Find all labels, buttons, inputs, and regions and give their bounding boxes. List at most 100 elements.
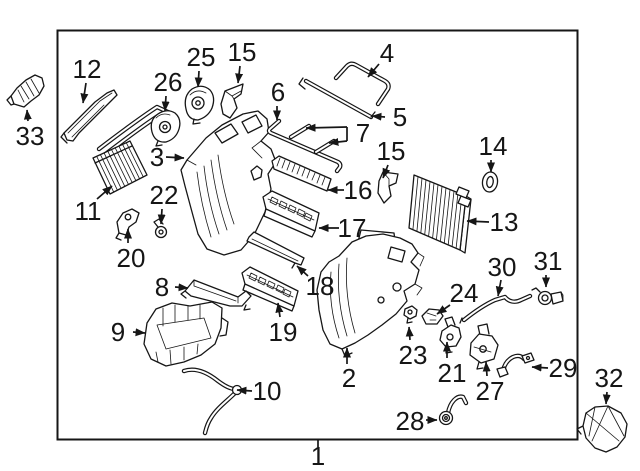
callout-31[interactable]: 31 xyxy=(534,246,563,288)
part-number-label[interactable]: 23 xyxy=(399,340,428,370)
leader-arrow xyxy=(531,363,549,372)
leader-arrow xyxy=(371,112,386,121)
part-3-upper-case xyxy=(180,110,277,256)
part-27-actuator xyxy=(469,323,499,370)
part-number-label[interactable]: 22 xyxy=(150,180,179,210)
part-number-label[interactable]: 15 xyxy=(377,136,406,166)
callout-15[interactable]: 15 xyxy=(377,136,406,179)
callout-30[interactable]: 30 xyxy=(488,252,517,297)
part-number-label[interactable]: 21 xyxy=(438,358,467,388)
callout-15[interactable]: 15 xyxy=(228,37,257,84)
part-26-actuator xyxy=(150,110,181,147)
callout-9[interactable]: 9 xyxy=(111,317,146,347)
callout-26[interactable]: 26 xyxy=(154,67,183,112)
callout-17[interactable]: 17 xyxy=(318,213,367,243)
part-number-label[interactable]: 28 xyxy=(396,406,425,436)
callout-20[interactable]: 20 xyxy=(117,228,146,273)
leader-arrow xyxy=(367,63,380,78)
part-number-label[interactable]: 2 xyxy=(342,363,356,393)
callout-5[interactable]: 5 xyxy=(371,102,407,132)
callout-12[interactable]: 12 xyxy=(73,54,102,104)
part-31-fitting xyxy=(531,287,564,306)
leader-arrow xyxy=(495,279,504,297)
callout-11[interactable]: 11 xyxy=(75,185,113,226)
part-number-label[interactable]: 32 xyxy=(595,363,624,393)
part-number-label[interactable]: 4 xyxy=(380,38,394,68)
callout-29[interactable]: 29 xyxy=(531,353,578,383)
leader-arrow xyxy=(174,283,189,292)
callout-24[interactable]: 24 xyxy=(436,278,479,315)
part-number-label[interactable]: 8 xyxy=(155,272,169,302)
part-number-label[interactable]: 9 xyxy=(111,317,125,347)
callout-23[interactable]: 23 xyxy=(399,326,428,370)
part-number-label[interactable]: 12 xyxy=(73,54,102,84)
part-number-label[interactable]: 17 xyxy=(338,213,367,243)
part-number-label[interactable]: 26 xyxy=(154,67,183,97)
part-number-label[interactable]: 29 xyxy=(549,353,578,383)
leader-arrow xyxy=(80,82,89,104)
part-number-label[interactable]: 15 xyxy=(228,37,257,67)
leader-arrow xyxy=(235,65,244,84)
part-number-label[interactable]: 3 xyxy=(150,142,164,172)
part-number-label[interactable]: 7 xyxy=(356,118,370,148)
part-number-label[interactable]: 18 xyxy=(306,271,335,301)
callout-28[interactable]: 28 xyxy=(396,406,438,436)
part-25-actuator xyxy=(184,85,215,125)
callout-2[interactable]: 2 xyxy=(342,347,356,393)
part-number-label[interactable]: 5 xyxy=(393,102,407,132)
leader-arrow xyxy=(305,123,348,132)
callout-25[interactable]: 25 xyxy=(187,42,216,88)
callout-22[interactable]: 22 xyxy=(150,180,179,225)
part-number-label[interactable]: 30 xyxy=(488,252,517,282)
leader-arrow xyxy=(436,304,451,315)
leader-arrow xyxy=(132,328,146,337)
part-number-label[interactable]: 16 xyxy=(344,175,373,205)
part-number-label[interactable]: 33 xyxy=(16,121,45,151)
callout-10[interactable]: 10 xyxy=(236,376,282,406)
part-8-duct-seal xyxy=(180,279,252,311)
part-number-label[interactable]: 20 xyxy=(117,243,146,273)
leader-arrow xyxy=(161,95,170,112)
part-number-label[interactable]: 11 xyxy=(75,196,102,226)
callout-32[interactable]: 32 xyxy=(595,363,624,405)
callout-1[interactable]: 1 xyxy=(311,440,325,471)
callout-8[interactable]: 8 xyxy=(155,272,189,302)
part-11-heater-core xyxy=(92,140,148,195)
leader-arrow xyxy=(602,391,611,405)
part-number-label[interactable]: 19 xyxy=(269,317,298,347)
part-15-bracket-a xyxy=(220,83,244,119)
callout-19[interactable]: 19 xyxy=(269,302,298,347)
callout-7[interactable]: 7 xyxy=(305,118,370,148)
callout-21[interactable]: 21 xyxy=(438,341,467,388)
part-number-label[interactable]: 27 xyxy=(476,376,505,406)
callout-6[interactable]: 6 xyxy=(271,77,285,121)
callout-16[interactable]: 16 xyxy=(327,175,373,205)
callout-33[interactable]: 33 xyxy=(16,109,45,151)
part-number-label[interactable]: 31 xyxy=(534,246,563,276)
part-number-label[interactable]: 14 xyxy=(479,131,508,161)
leader-arrow xyxy=(382,164,391,179)
leader-arrow xyxy=(275,302,284,318)
callout-3[interactable]: 3 xyxy=(150,142,185,172)
callout-27[interactable]: 27 xyxy=(476,361,505,406)
part-33-cover xyxy=(6,74,45,108)
leader-arrow xyxy=(23,109,32,122)
leader-arrow xyxy=(194,70,203,88)
part-number-label[interactable]: 10 xyxy=(253,376,282,406)
leader-arrow xyxy=(466,217,490,226)
leader-arrow xyxy=(236,386,253,395)
part-13-evaporator-core xyxy=(408,174,472,254)
part-number-label[interactable]: 6 xyxy=(271,77,285,107)
callout-14[interactable]: 14 xyxy=(479,131,508,173)
part-19-grate xyxy=(241,266,299,312)
part-number-label[interactable]: 1 xyxy=(311,441,325,471)
callout-4[interactable]: 4 xyxy=(367,38,394,78)
callout-13[interactable]: 13 xyxy=(466,207,519,237)
part-number-label[interactable]: 25 xyxy=(187,42,216,72)
part-23-fastener xyxy=(403,305,418,324)
part-number-label[interactable]: 24 xyxy=(450,278,479,308)
callout-18[interactable]: 18 xyxy=(296,265,335,301)
part-number-label[interactable]: 13 xyxy=(490,207,519,237)
part-9-lower-case xyxy=(143,301,229,367)
